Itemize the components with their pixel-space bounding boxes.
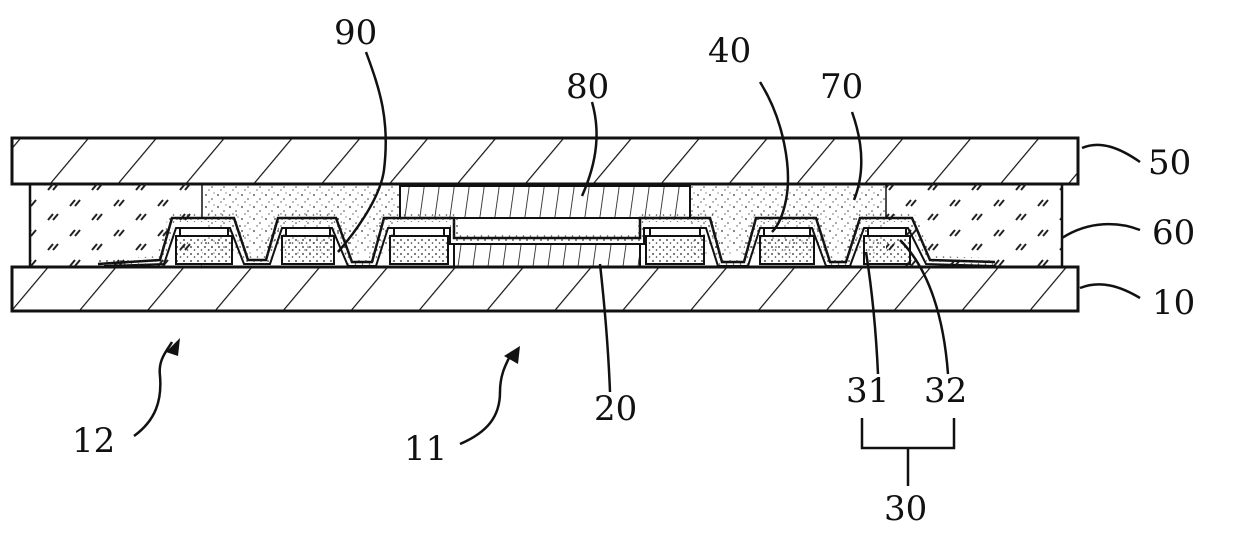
label-30: 30 <box>884 489 927 529</box>
label-12: 12 <box>72 421 115 461</box>
bracket-30 <box>862 418 954 486</box>
central-element-20 <box>454 244 640 267</box>
label-50: 50 <box>1148 143 1191 183</box>
bottom-substrate-10 <box>12 267 1078 311</box>
label-11: 11 <box>404 429 447 469</box>
label-32: 32 <box>924 371 967 411</box>
label-70: 70 <box>820 67 863 107</box>
central-layer-80 <box>400 186 690 218</box>
label-10: 10 <box>1152 283 1195 323</box>
label-90: 90 <box>334 13 377 53</box>
top-substrate-50 <box>12 138 1078 184</box>
label-60: 60 <box>1152 213 1195 253</box>
arrowheads <box>166 338 520 364</box>
label-20: 20 <box>594 389 637 429</box>
label-31: 31 <box>846 371 889 411</box>
label-40: 40 <box>708 31 751 71</box>
label-80: 80 <box>566 67 609 107</box>
